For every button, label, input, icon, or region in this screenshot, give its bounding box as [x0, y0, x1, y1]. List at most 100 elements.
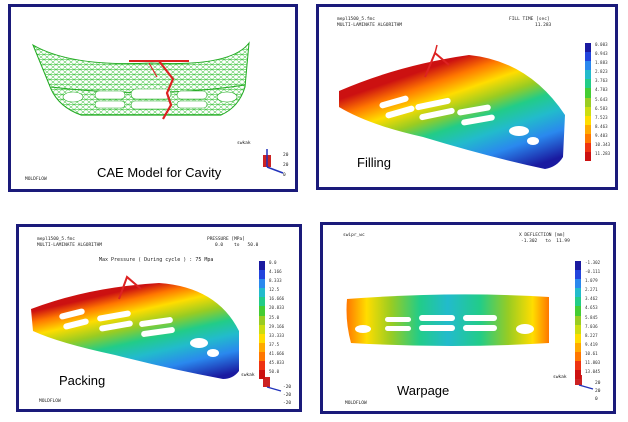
axis-value-2: 20 — [595, 389, 601, 394]
file-name: mepl1500_5.fmc — [37, 237, 75, 242]
scale-label: 10.61 — [585, 350, 598, 356]
scale-label: 0.003 — [595, 42, 608, 47]
packing-result-view — [31, 275, 282, 392]
file-name: swipr_wc — [343, 233, 365, 238]
scale-label: 4.703 — [595, 87, 608, 93]
algorithm-label: MULTI-LAMINATE ALGORITHM — [37, 243, 103, 248]
moldflow-brand: MOLDFLOW — [39, 399, 61, 404]
axis-triad — [263, 377, 282, 392]
bumper-mesh — [31, 41, 250, 116]
scale-label: 45.833 — [269, 360, 285, 366]
scale-labels: -1.302 -0.111 1.079 2.271 3.462 4.653 5.… — [585, 258, 600, 376]
scale-label: 16.666 — [269, 296, 285, 302]
axis-triad — [575, 375, 594, 390]
scale-label: 33.333 — [269, 332, 285, 338]
runner-system — [129, 60, 189, 120]
bumper-part — [339, 55, 565, 169]
moldflow-brand: MOLDFLOW — [345, 401, 367, 406]
scale-label: 13.045 — [585, 369, 601, 375]
filling-panel: mepl1500_5.fmc MULTI-LAMINATE ALGORITHM … — [316, 4, 618, 190]
scale-swatch — [575, 270, 581, 280]
scale-swatch — [259, 324, 265, 334]
scale-swatch — [585, 152, 591, 162]
result-value: 11.283 — [535, 23, 552, 28]
scale-swatch — [259, 261, 265, 271]
axis-value-2: -20 — [283, 393, 292, 398]
bumper-mesh-view — [31, 41, 284, 174]
axis-triad — [263, 149, 284, 174]
color-scale — [259, 261, 265, 380]
range-from: 0.0 — [215, 243, 224, 248]
scale-label: 1.079 — [585, 278, 598, 284]
scale-label: 25.0 — [269, 314, 280, 320]
scale-label: 10.343 — [595, 142, 611, 148]
scale-swatch — [585, 133, 591, 144]
filling-result-view — [339, 44, 565, 169]
scale-swatch — [575, 333, 581, 343]
range-to: 11.99 — [556, 239, 570, 244]
injection-gate — [118, 275, 142, 300]
range-to-word: to — [545, 239, 551, 244]
scale-swatch — [575, 288, 581, 298]
axis-label: swkak — [237, 141, 251, 146]
scale-labels: 0.003 0.943 1.883 2.823 3.763 4.703 5.64… — [595, 40, 610, 158]
scale-label: 5.845 — [585, 314, 598, 320]
scale-label: 9.403 — [595, 132, 608, 138]
scale-label: 41.666 — [269, 350, 285, 356]
warpage-panel: swipr_wc X DEFLECTION [mm] -1.302 to 11.… — [320, 222, 616, 414]
scale-swatch — [585, 79, 591, 89]
scale-label: 3.462 — [585, 296, 598, 302]
axis-value-1: -20 — [283, 385, 292, 390]
axis-value-1: 20 — [595, 381, 601, 386]
scale-swatch — [259, 315, 265, 325]
result-title: X DEFLECTION [mm] — [519, 233, 566, 238]
scale-swatch — [585, 124, 591, 134]
algorithm-label: MULTI-LAMINATE ALGORITHM — [337, 23, 403, 28]
scale-swatch — [585, 52, 591, 62]
panel-caption: Filling — [357, 155, 391, 170]
axis-value-2: 20 — [283, 163, 289, 168]
scale-swatch — [585, 143, 591, 153]
scale-label: 7.036 — [585, 323, 598, 329]
scale-label: 4.166 — [269, 269, 282, 275]
scale-label: 4.653 — [585, 305, 598, 311]
scale-label: 50.0 — [269, 369, 280, 375]
scale-swatch — [259, 279, 265, 289]
warpage-result-view — [346, 294, 594, 390]
scale-label: 20.833 — [269, 305, 285, 311]
injection-gate — [424, 44, 450, 78]
scale-label: 2.271 — [585, 287, 598, 293]
scale-swatch — [575, 315, 581, 325]
result-range: 0.0 to 50.0 — [215, 243, 258, 248]
result-title: FILL TIME [sec] — [509, 17, 550, 22]
panel-caption: Warpage — [397, 383, 450, 398]
scale-label: -0.111 — [585, 269, 601, 275]
scale-swatch — [259, 270, 265, 280]
axis-label: swkak — [241, 373, 255, 378]
scale-swatch — [259, 297, 265, 307]
range-to: 50.0 — [247, 243, 259, 248]
scale-swatch — [259, 288, 265, 298]
scale-label: 29.166 — [269, 323, 285, 329]
axis-value-1: 20 — [283, 153, 289, 158]
scale-label: -1.302 — [585, 260, 601, 265]
bumper-part — [31, 283, 239, 379]
moldflow-brand: MOLDFLOW — [25, 177, 47, 182]
scale-swatch — [575, 370, 581, 380]
scale-label: 6.583 — [595, 105, 608, 111]
color-scale — [575, 261, 581, 380]
scale-label: 0.0 — [269, 260, 277, 265]
scale-swatch — [259, 342, 265, 352]
scale-label: 5.643 — [595, 96, 608, 102]
scale-swatch — [575, 306, 581, 316]
scale-swatch — [259, 333, 265, 343]
scale-swatch — [575, 279, 581, 289]
scale-labels: 0.0 4.166 8.333 12.5 16.666 20.833 25.0 … — [269, 258, 284, 376]
scale-swatch — [575, 361, 581, 371]
scale-swatch — [585, 61, 591, 71]
scale-swatch — [585, 70, 591, 80]
scale-label: 3.763 — [595, 78, 608, 84]
range-from: -1.302 — [521, 239, 538, 244]
scale-swatch — [585, 106, 591, 116]
cavity-model-panel: swkak 20 20 0 MOLDFLOW CAE Model for Cav… — [8, 4, 298, 192]
